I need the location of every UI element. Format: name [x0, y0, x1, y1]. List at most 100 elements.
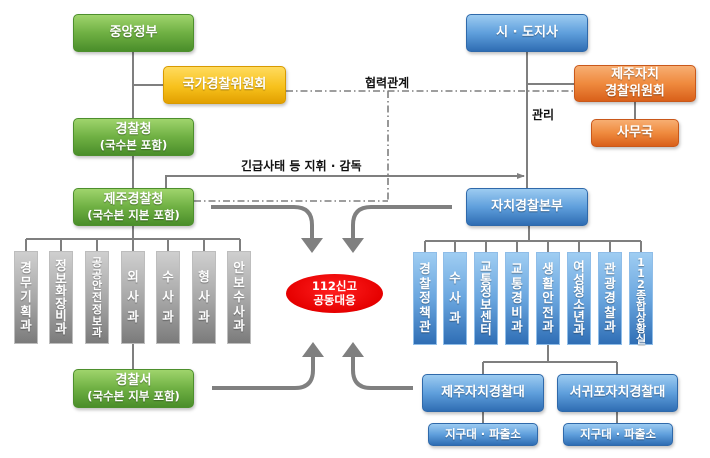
vertical-char: 1 [637, 267, 645, 280]
vertical-char: 안 [91, 279, 103, 293]
vertical-char: 과 [20, 318, 32, 334]
emergency-command-arrow [165, 173, 525, 188]
vertical-char: 정 [55, 258, 67, 273]
node-title: 사무국 [617, 124, 653, 140]
vertical-char: 과 [91, 326, 103, 340]
vertical-char: 사 [162, 289, 174, 305]
node-title: 경찰서 [115, 373, 152, 389]
vertical-char: 공 [91, 267, 103, 281]
vertical-char: 책 [419, 304, 431, 320]
vertical-char: 교 [480, 259, 492, 274]
joint-response-arrow-shaft [351, 205, 452, 240]
vertical-char: 관 [419, 319, 431, 335]
vertical-char: 경 [419, 261, 431, 277]
vertical-char: 통 [511, 275, 523, 291]
vertical-char: 실 [635, 333, 647, 346]
vertical-char: 수 [233, 289, 245, 305]
vertical-char: 사 [127, 289, 139, 305]
vertical-char: 사 [233, 303, 245, 319]
vertical-char: 경 [511, 290, 523, 306]
arrowhead-icon [302, 342, 324, 357]
vertical-char: 전 [91, 291, 103, 304]
node-subtitle: (국수본 지부 포함) [87, 389, 180, 404]
vertical-char: 과 [198, 309, 210, 325]
vertical-char: 장 [55, 295, 67, 311]
vertical-char: 정 [91, 302, 103, 316]
node-title-line2: 경찰위원회 [605, 83, 665, 99]
vertical-char: 과 [55, 320, 67, 336]
vertical-char: 소 [573, 296, 585, 312]
node-subtitle: (국수본 포함) [99, 137, 168, 152]
vertical-char: 과 [573, 321, 585, 337]
police-station-node[interactable]: 경찰서 (국수본 지부 포함) [73, 369, 194, 408]
autonomous-police-hq-node[interactable]: 자치경찰본부 [466, 188, 588, 226]
seogwipo-autonomous-police-unit-node[interactable]: 서귀포자치경찰대 [557, 374, 678, 412]
governor-node[interactable]: 시 · 도지사 [466, 14, 588, 52]
arrowhead-icon [301, 238, 323, 253]
emergency-command-label: 긴급사태 등 지휘 · 감독 [241, 159, 362, 173]
vertical-char: 과 [542, 319, 554, 335]
vertical-char: 과 [449, 310, 461, 326]
national-police-agency-node[interactable]: 경찰청 (국수본 포함) [73, 118, 194, 156]
jeju-autonomous-police-committee-node[interactable]: 제주자치 경찰위원회 [574, 65, 696, 102]
vertical-char: 정 [480, 284, 492, 299]
joint-response-112-node[interactable]: 112신고 공동대응 [286, 274, 383, 313]
central-government-node[interactable]: 중앙정부 [73, 14, 194, 52]
vertical-char: 2 [637, 278, 645, 291]
node-title: 국가경찰위원회 [182, 76, 267, 92]
joint-response-arrow-shaft [211, 205, 314, 240]
node-title: 제주경찰청 [103, 191, 164, 207]
vertical-char: 사 [449, 290, 461, 306]
jeju-police-agency-node[interactable]: 제주경찰청 (국수본 지본 포함) [73, 188, 194, 226]
arrowhead-icon [342, 238, 364, 253]
substation-node[interactable]: 지구대 · 파출소 [428, 423, 538, 446]
vertical-char: 외 [127, 269, 139, 285]
vertical-char: 통 [480, 271, 492, 287]
node-title: 시 · 도지사 [496, 24, 558, 40]
vertical-char: 공 [91, 255, 103, 269]
vertical-char: 수 [449, 270, 461, 286]
jeju-autonomous-police-unit-node[interactable]: 제주자치경찰대 [422, 374, 544, 412]
vertical-char: 관 [604, 261, 616, 277]
vertical-char: 보 [91, 314, 103, 328]
vertical-char: 전 [542, 304, 554, 320]
vertical-char: 수 [162, 269, 174, 285]
vertical-char: 무 [20, 274, 32, 290]
node-title: 자치경찰본부 [491, 198, 563, 214]
vertical-char: 과 [604, 319, 616, 335]
vertical-char: 비 [55, 308, 67, 323]
vertical-char: 합 [635, 300, 647, 313]
secretariat-node[interactable]: 사무국 [591, 119, 679, 147]
vertical-char: 안 [233, 260, 245, 276]
joint-response-arrow-shaft [351, 355, 413, 390]
arrowhead-icon [342, 342, 364, 357]
vertical-char: 찰 [419, 275, 431, 291]
node-title: 지구대 · 파출소 [580, 427, 656, 442]
vertical-char: 경 [20, 260, 32, 276]
vertical-char: 획 [20, 303, 32, 319]
node-title: 중앙정부 [109, 24, 158, 40]
vertical-char: 경 [604, 290, 616, 306]
national-police-committee-node[interactable]: 국가경찰위원회 [163, 66, 286, 104]
vertical-char: 광 [604, 275, 616, 291]
vertical-char: 여 [573, 259, 585, 274]
vertical-char: 생 [542, 261, 554, 277]
substation-node[interactable]: 지구대 · 파출소 [563, 423, 673, 446]
